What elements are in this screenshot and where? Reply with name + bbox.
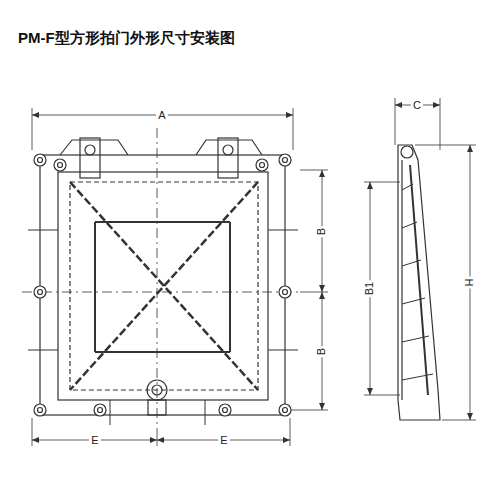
bolt [34, 404, 46, 416]
dimension-label: H [464, 276, 475, 288]
dimension-label: E [89, 435, 100, 446]
bolt [279, 154, 291, 166]
rib [402, 260, 421, 266]
rib [110, 400, 111, 425]
bolt-hole [58, 163, 63, 168]
rib [402, 298, 425, 304]
bolt [219, 404, 231, 416]
bolt-hole [223, 408, 228, 413]
bolt [34, 286, 46, 298]
rib [402, 374, 433, 380]
drawing-title: PM-F型方形拍门外形尺寸安装图 [18, 30, 235, 45]
rib [402, 222, 417, 228]
bolt [34, 154, 46, 166]
dimension-label: A [156, 110, 167, 121]
bolt-hole [98, 408, 103, 413]
rib [268, 350, 298, 351]
rib [268, 230, 298, 231]
bolt [94, 404, 106, 416]
bolt-hole [283, 408, 288, 413]
dimension-label: B [317, 225, 328, 236]
dimension-label: C [411, 100, 423, 111]
dimension-label: E [218, 435, 229, 446]
bolt-hole [260, 163, 265, 168]
dimension-label: B [317, 345, 328, 356]
bolt [54, 159, 66, 171]
rib [205, 400, 206, 425]
rib [402, 336, 429, 342]
bolt [256, 159, 268, 171]
bolt [279, 286, 291, 298]
bolt-hole [38, 408, 43, 413]
bolt-hole [283, 290, 288, 295]
bolt-hole [38, 158, 43, 163]
bolt-hole [283, 158, 288, 163]
rib [402, 184, 413, 190]
dimension-label: B1 [365, 279, 376, 296]
rib [28, 350, 58, 351]
bolt [279, 404, 291, 416]
bolt-hole [38, 290, 43, 295]
rib [28, 230, 58, 231]
